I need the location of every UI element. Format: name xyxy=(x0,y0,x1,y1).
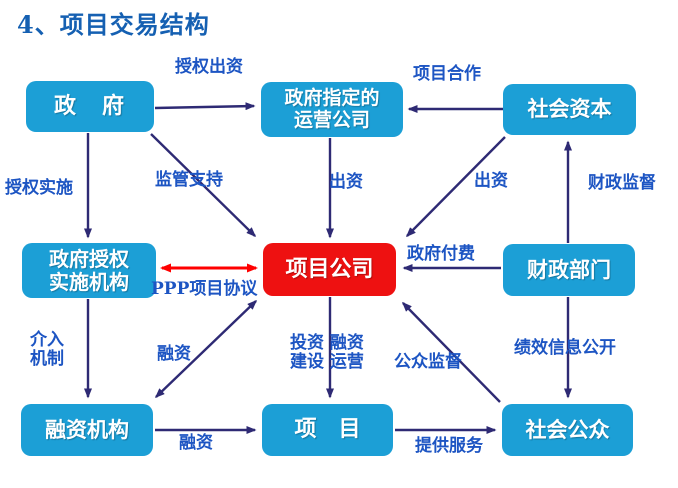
edge-label-financing-diagonal: 融资 xyxy=(157,344,191,364)
edge-financing-diagonal xyxy=(154,299,258,399)
node-general-public: 社会公众 xyxy=(502,404,633,456)
edge-label-provide-services: 提供服务 xyxy=(415,436,483,456)
edge-label-supervision-support: 监管支持 xyxy=(155,170,223,190)
edge-label-authorize-implementation: 授权实施 xyxy=(5,178,73,198)
node-social-capital: 社会资本 xyxy=(503,84,636,135)
edge-label-investment-right: 出资 xyxy=(474,171,508,191)
edge-label-intervention-mechanism: 介入 机制 xyxy=(30,330,64,369)
node-project: 项 目 xyxy=(262,404,393,456)
edge-label-ppp-agreement: PPP项目协议 xyxy=(151,279,258,299)
edge-label-government-payment: 政府付费 xyxy=(407,244,475,264)
node-authorized-agency: 政府授权 实施机构 xyxy=(22,243,156,298)
node-finance-department: 财政部门 xyxy=(503,244,635,296)
page-title: 4、项目交易结构 xyxy=(17,10,210,39)
edge-label-fiscal-supervision: 财政监督 xyxy=(588,173,656,193)
edge-label-project-cooperation: 项目合作 xyxy=(413,64,481,84)
edge-label-authorize-investment: 授权出资 xyxy=(175,57,243,77)
edge-authorize-investment xyxy=(154,102,256,111)
edge-label-public-supervision: 公众监督 xyxy=(394,352,462,372)
edge-supervision-support xyxy=(150,133,257,238)
edge-label-invest-build-operate: 投资 融资 建设 运营 xyxy=(290,333,364,372)
node-project-company: 项目公司 xyxy=(263,243,396,296)
edge-label-financing-bottom: 融资 xyxy=(179,433,213,453)
node-operating-company: 政府指定的 运营公司 xyxy=(261,82,403,137)
edge-label-investment-center: 出资 xyxy=(329,172,363,192)
edge-investment-right xyxy=(405,136,506,238)
edge-public-supervision xyxy=(401,301,501,403)
node-government: 政 府 xyxy=(26,81,154,132)
edge-label-performance-disclosure: 绩效信息公开 xyxy=(514,338,616,358)
node-financing-institution: 融资机构 xyxy=(21,404,153,456)
